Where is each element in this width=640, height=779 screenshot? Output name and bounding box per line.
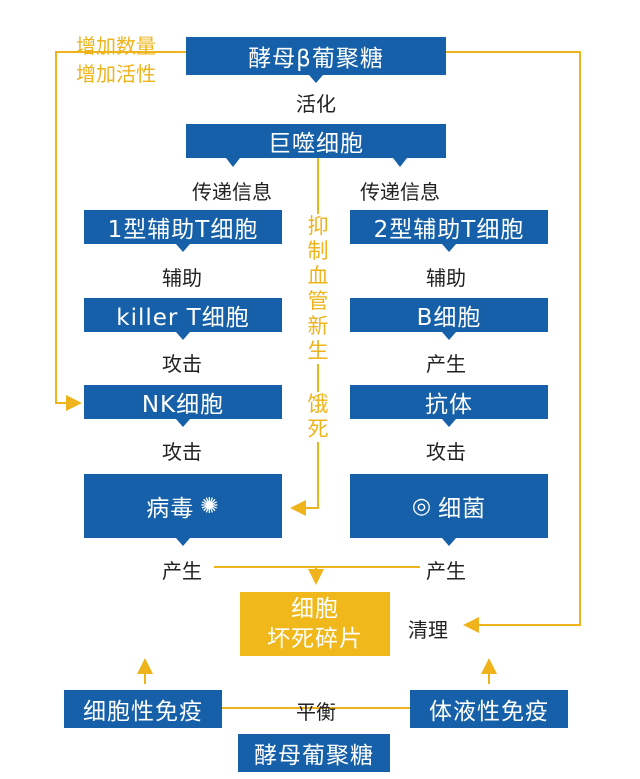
killer-t-cell-label: killer T细胞	[116, 305, 250, 331]
antibody-box: 抗体	[350, 385, 548, 427]
nk-cell-box: NK细胞	[84, 385, 282, 427]
th1-cell-box: 1型辅助T细胞	[84, 210, 282, 252]
help-left-label: 辅助	[162, 266, 202, 290]
produce-left-label: 产生	[162, 559, 202, 583]
humoral-immunity-box: 体液性免疫	[410, 690, 568, 728]
th1-cell-label: 1型辅助T细胞	[107, 217, 259, 243]
macrophage-label: 巨噬细胞	[268, 131, 364, 157]
inhibit-angiogenesis-text: 抑制血管新生	[306, 214, 330, 364]
yeast-glucan-bottom-label: 酵母葡聚糖	[254, 743, 374, 769]
balance-label: 平衡	[296, 700, 336, 724]
humoral-immunity-label: 体液性免疫	[429, 699, 549, 725]
attack-right-label: 攻击	[426, 440, 466, 464]
necrosis-line1: 细胞	[291, 596, 339, 622]
activate-label: 活化	[296, 92, 336, 116]
cellular-immunity-label: 细胞性免疫	[83, 699, 203, 725]
pass-info-left-label: 传递信息	[192, 180, 272, 204]
increase-count-label: 增加数量	[76, 34, 156, 58]
virus-box: 病毒 ✺	[84, 474, 282, 546]
bacteria-icon: ◎	[411, 493, 433, 519]
pass-info-right-label: 传递信息	[360, 180, 440, 204]
nk-cell-label: NK细胞	[141, 392, 225, 418]
cleanup-label: 清理	[408, 618, 448, 642]
produce-right-1-label: 产生	[426, 352, 466, 376]
virus-icon: ✺	[200, 493, 220, 519]
starve-text: 饿死	[306, 392, 330, 442]
yeast-beta-glucan-label: 酵母β葡聚糖	[248, 46, 384, 72]
cell-necrosis-debris-box: 细胞 坏死碎片	[240, 592, 390, 656]
th2-cell-box: 2型辅助T细胞	[350, 210, 548, 252]
attack-left-2-label: 攻击	[162, 440, 202, 464]
yeast-glucan-bottom-box: 酵母葡聚糖	[238, 734, 390, 772]
th2-cell-label: 2型辅助T细胞	[373, 217, 525, 243]
antibody-label: 抗体	[425, 392, 473, 418]
b-cell-label: B细胞	[416, 305, 482, 331]
bacteria-label: 细菌	[438, 496, 487, 522]
attack-left-1-label: 攻击	[162, 352, 202, 376]
help-right-label: 辅助	[426, 266, 466, 290]
macrophage-box: 巨噬细胞	[186, 124, 446, 158]
b-cell-box: B细胞	[350, 298, 548, 340]
bacteria-box: ◎ 细菌	[350, 474, 548, 546]
necrosis-line2: 坏死碎片	[267, 626, 363, 652]
killer-t-cell-box: killer T细胞	[84, 298, 282, 340]
increase-activity-label: 增加活性	[76, 62, 156, 86]
virus-label: 病毒	[146, 496, 195, 522]
cellular-immunity-box: 细胞性免疫	[64, 690, 222, 728]
produce-right-2-label: 产生	[426, 559, 466, 583]
yeast-beta-glucan-box: 酵母β葡聚糖	[186, 37, 446, 83]
